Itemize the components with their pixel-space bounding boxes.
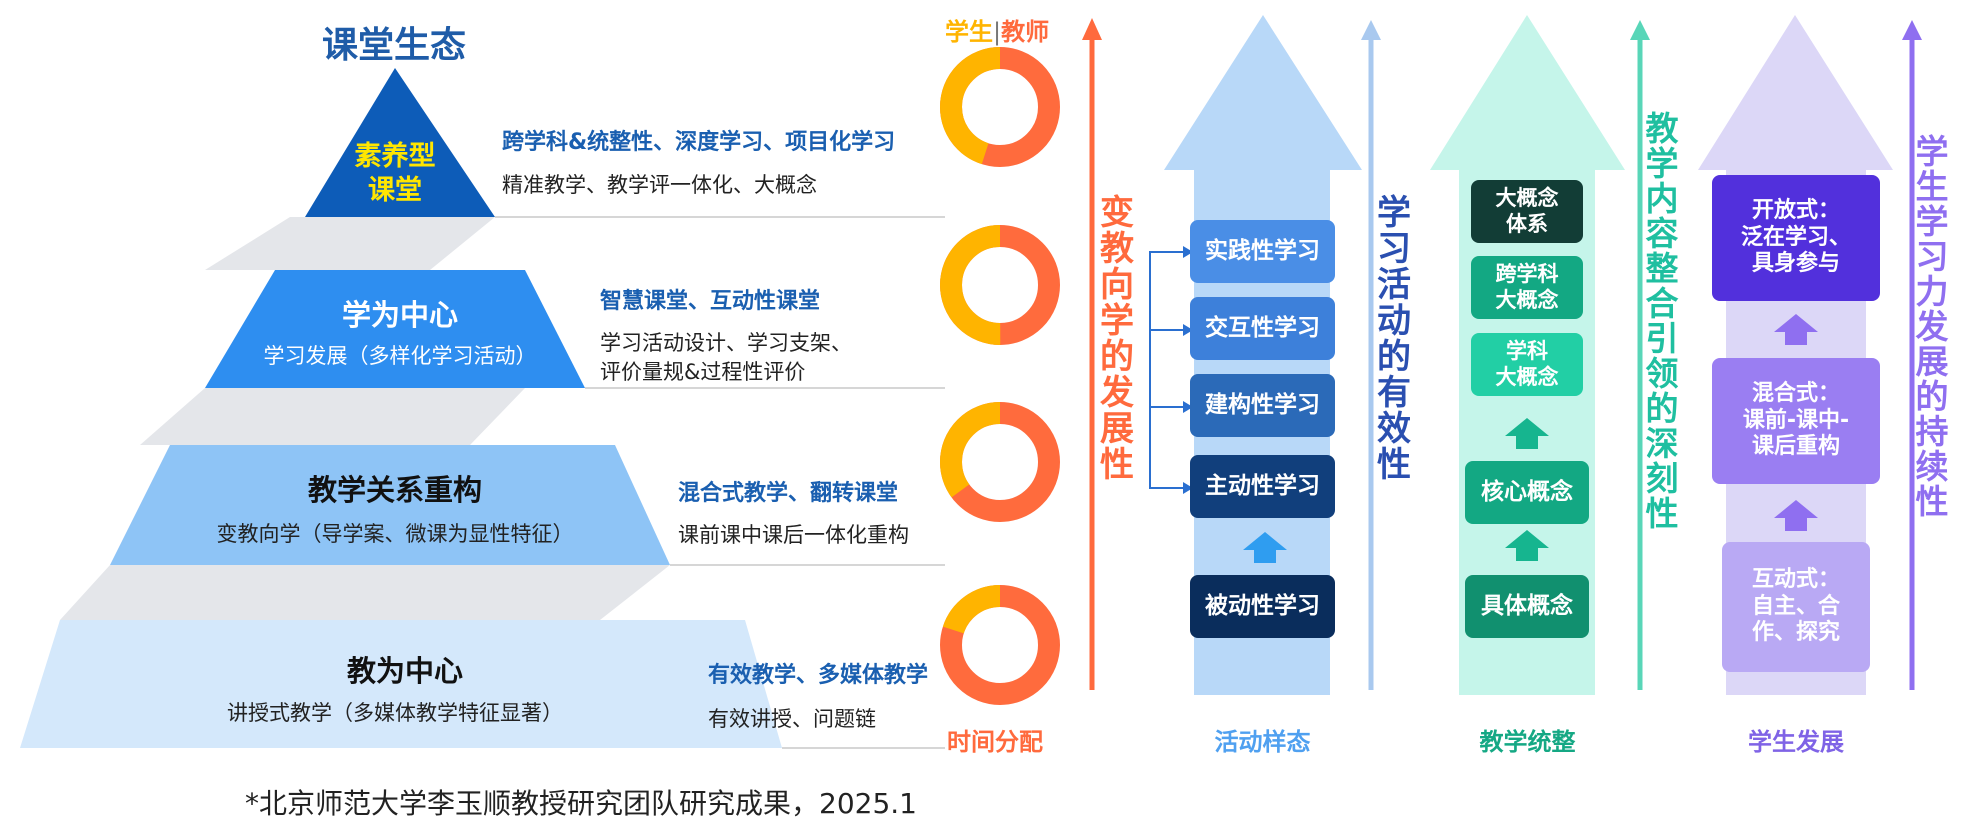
integration-item-interdisciplinary: 跨学科 大概念 <box>1471 256 1583 319</box>
pyramid-level-4 <box>20 620 782 748</box>
blue-arrow-head <box>1361 20 1381 40</box>
activity-item-active: 主动性学习 <box>1190 455 1335 518</box>
level-3-desc: 课前课中课后一体化重构 <box>678 523 909 547</box>
donut-student-share <box>940 402 1060 522</box>
level-4-keywords: 有效教学、多媒体教学 <box>708 663 929 688</box>
integration-item-core-concept: 核心概念 <box>1465 461 1589 524</box>
activity-item-practice: 实践性学习 <box>1190 220 1335 283</box>
footnote: *北京师范大学李玉顺教授研究团队研究成果，2025.1 <box>245 787 917 820</box>
level-2-desc: 学习活动设计、学习支架、 评价量规&过程性评价 <box>600 331 852 384</box>
activity-item-interactive: 交互性学习 <box>1190 297 1335 360</box>
time-header: 学生|教师 <box>945 12 1049 47</box>
up-arrow-icon <box>1243 532 1287 563</box>
pyramid-connector <box>60 565 670 620</box>
activity-bracket <box>1149 251 1183 489</box>
pyramid-connector <box>205 217 495 270</box>
time-footer: 时间分配 <box>947 728 1043 756</box>
pyramid-level-3 <box>110 445 670 565</box>
integration-item-big-concept-system: 大概念 体系 <box>1471 180 1583 243</box>
donut-student-share <box>940 225 1060 345</box>
student-label: 学生 <box>945 18 993 46</box>
teal-arrow-head <box>1630 20 1650 40</box>
purple-arrow-label: 学生学习力发展的持续性 <box>1915 132 1949 521</box>
pyramid-title: 课堂生态 <box>322 25 467 66</box>
level-1-keywords: 跨学科&统整性、深度学习、项目化学习 <box>502 130 896 155</box>
bracket-arrow <box>1183 246 1193 258</box>
orange-arrow-label: 变教向学的发展性 <box>1100 193 1134 486</box>
level-2-title: 学为中心 <box>341 298 458 332</box>
level-1-desc: 精准教学、教学评一体化、大概念 <box>502 173 817 197</box>
level-3-sub: 变教向学（导学案、微课为显性特征） <box>216 522 574 546</box>
level-2-keywords: 智慧课堂、互动性课堂 <box>600 289 821 314</box>
activity-label: 活动样态 <box>1214 728 1311 756</box>
bracket-arrow <box>1183 482 1193 494</box>
integration-item-specific-concept: 具体概念 <box>1465 575 1589 638</box>
level-2-sub: 学习发展（多样化学习活动） <box>263 344 537 368</box>
up-arrow-icon <box>1505 418 1549 449</box>
level-3-title: 教学关系重构 <box>307 473 482 507</box>
up-arrow-icon <box>1774 500 1818 531</box>
donut-student-share <box>940 47 1060 167</box>
bracket-arrow <box>1183 324 1193 336</box>
level-4-desc: 有效讲授、问题链 <box>708 707 876 731</box>
teacher-label: 教师 <box>1001 18 1050 46</box>
pyramid-level-2 <box>205 270 585 388</box>
up-arrow-icon <box>1774 314 1818 345</box>
activity-item-constructive: 建构性学习 <box>1190 374 1335 437</box>
blue-arrow-label: 学习活动的有效性 <box>1377 193 1411 486</box>
level-1-title: 素养型 课堂 <box>354 141 436 206</box>
development-item-blended: 混合式： 课前-课中- 课后重构 <box>1712 358 1880 484</box>
development-label: 学生发展 <box>1748 728 1844 756</box>
integration-label: 教学统整 <box>1479 728 1576 756</box>
purple-arrow-head <box>1902 20 1922 40</box>
development-item-open: 开放式： 泛在学习、 具身参与 <box>1712 175 1880 301</box>
orange-arrow-head <box>1082 18 1102 40</box>
header-separator: | <box>993 18 1002 46</box>
level-3-keywords: 混合式教学、翻转课堂 <box>678 481 899 506</box>
development-item-interactive: 互动式： 自主、合 作、探究 <box>1722 542 1870 672</box>
teal-arrow-label: 教学内容整合引领的深刻性 <box>1645 109 1679 533</box>
level-4-title: 教为中心 <box>346 654 463 688</box>
bracket-arrow <box>1183 401 1193 413</box>
pyramid-connector <box>140 388 525 445</box>
integration-item-subject-concept: 学科 大概念 <box>1471 333 1583 396</box>
level-4-sub: 讲授式教学（多媒体教学特征显著） <box>227 701 563 725</box>
donut-student-share <box>940 585 1060 705</box>
pyramid-level-1 <box>305 68 495 217</box>
time-allocation-donuts <box>940 47 1060 705</box>
up-arrow-icon <box>1505 530 1549 561</box>
activity-item-passive: 被动性学习 <box>1190 575 1335 638</box>
